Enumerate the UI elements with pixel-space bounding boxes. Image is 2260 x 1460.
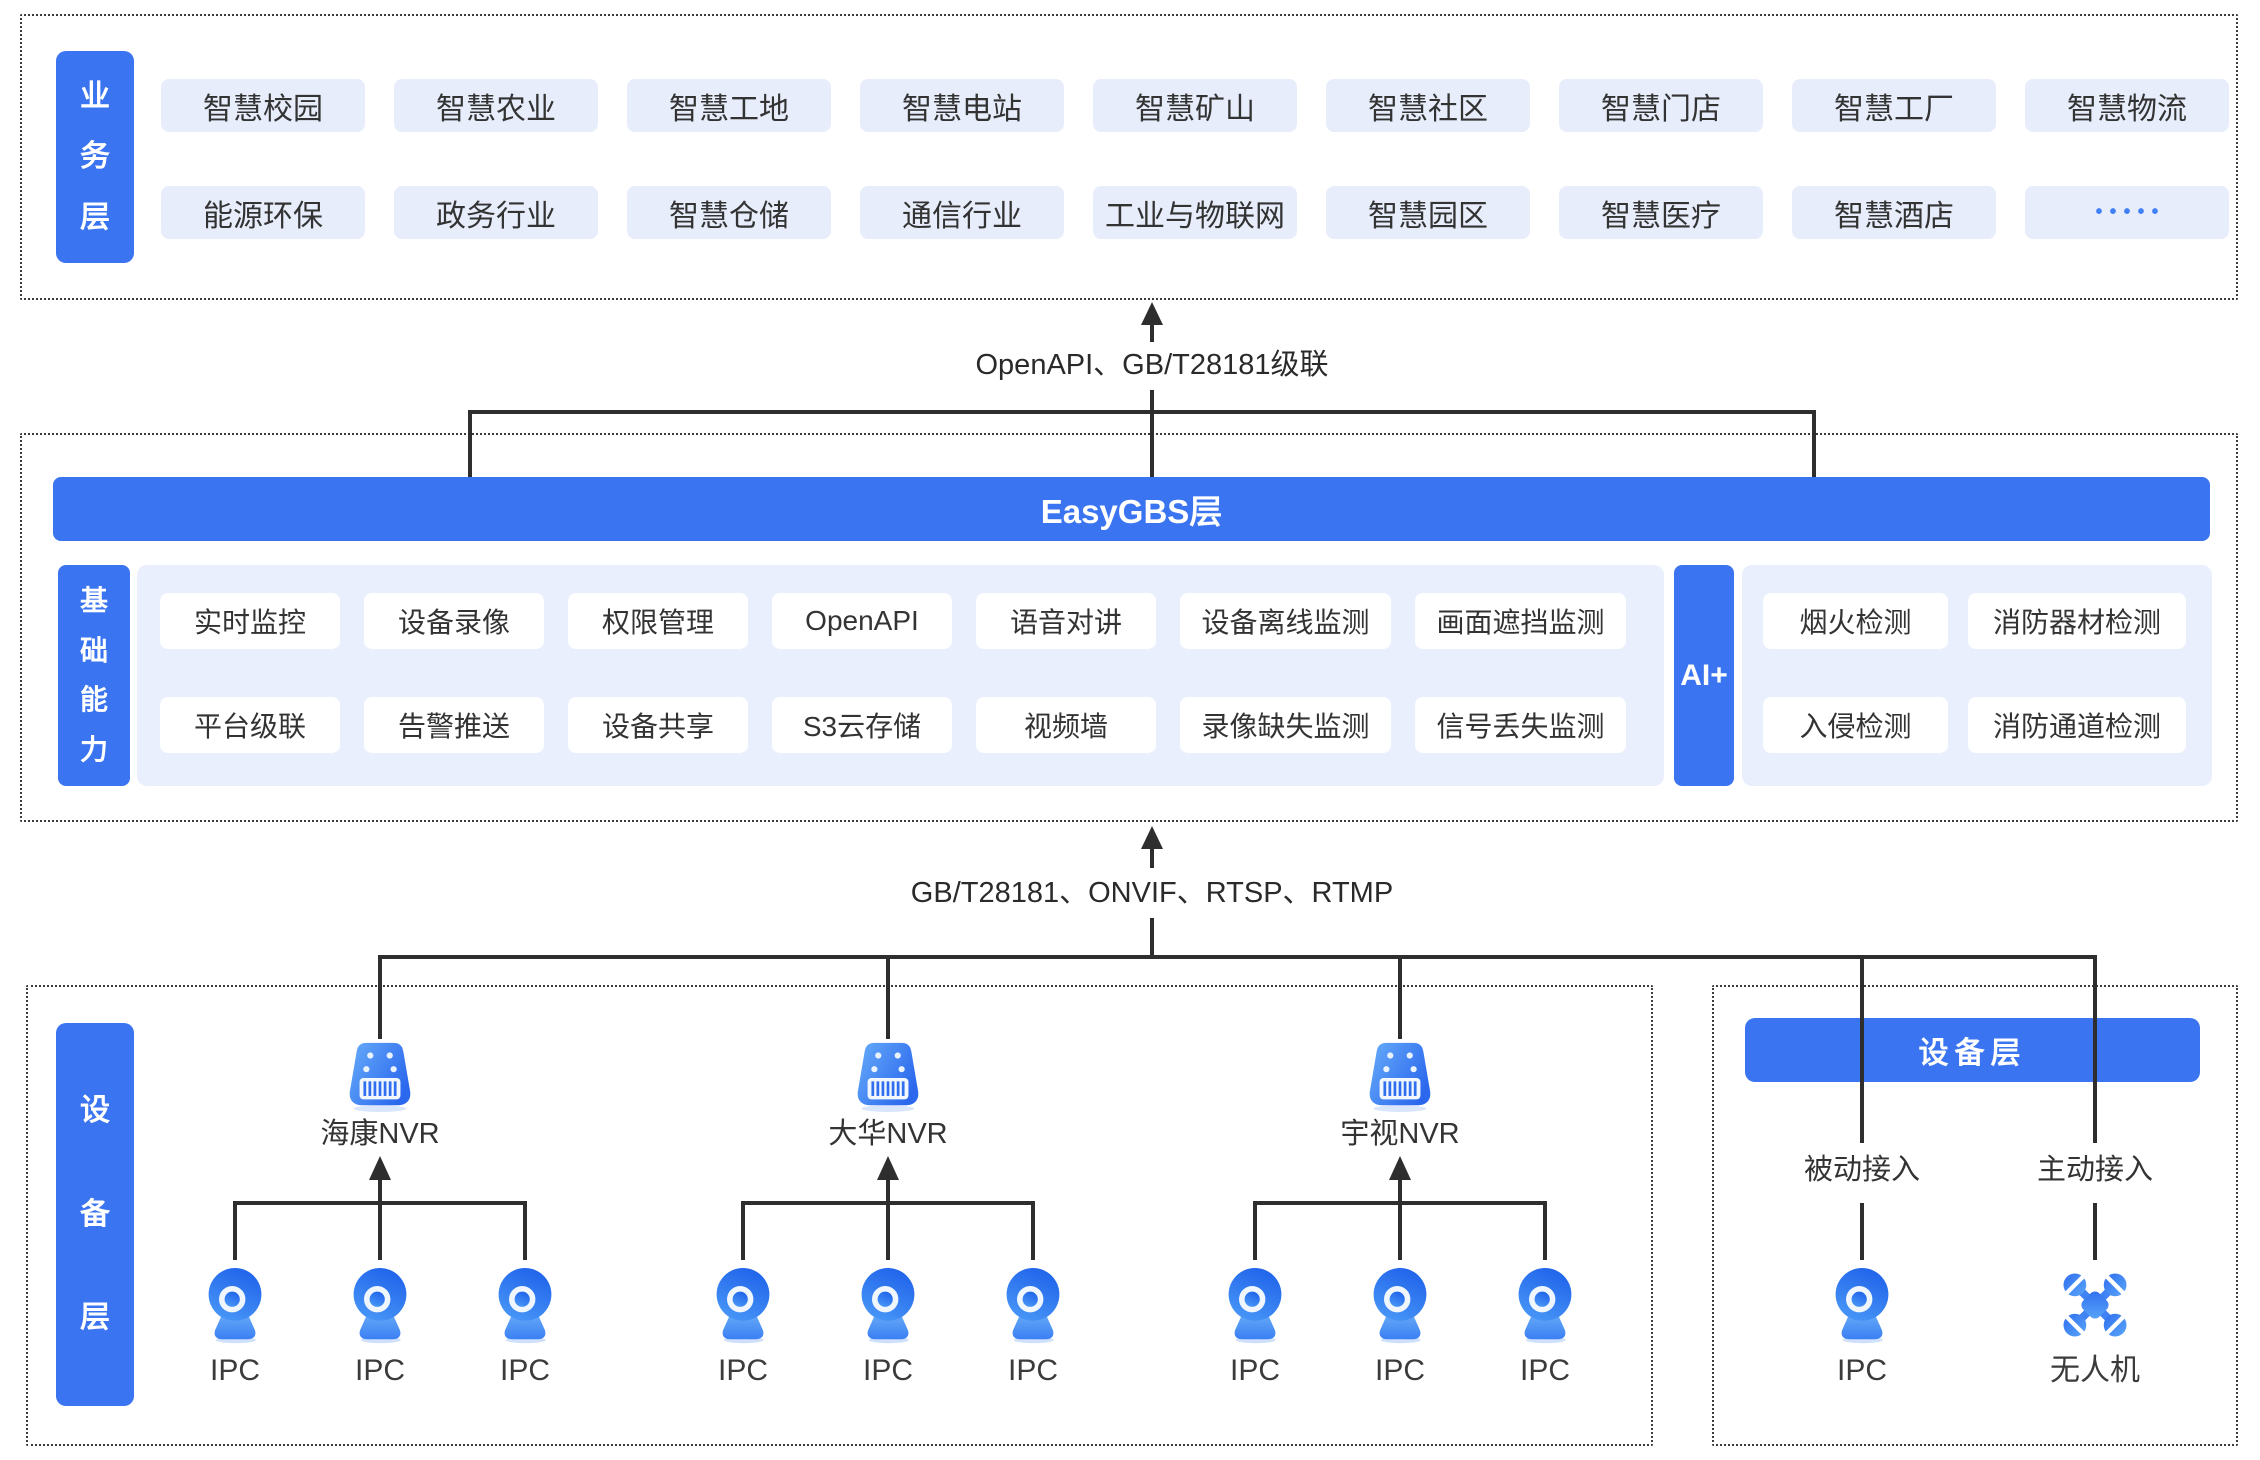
capability-chip: 设备录像 xyxy=(364,593,544,649)
business-chip: 智慧农业 xyxy=(394,79,598,132)
ipc-camera-icon xyxy=(856,1264,920,1344)
active-access-label: 主动接入 xyxy=(2036,1154,2153,1186)
capability-chip: OpenAPI xyxy=(772,593,952,649)
connector-label-top: OpenAPI、GB/T28181级联 xyxy=(975,349,1329,381)
ipc-camera-icon xyxy=(1368,1264,1432,1344)
capability-chip: 设备离线监测 xyxy=(1180,593,1391,649)
ipc-camera-icon xyxy=(348,1264,412,1344)
ipc-label-row: IPC IPC IPC xyxy=(130,1352,630,1390)
nvr-name: 大华NVR xyxy=(828,1118,948,1150)
business-chip: 能源环保 xyxy=(161,186,365,239)
drone-label: 无人机 xyxy=(2050,1354,2140,1387)
device-layer-label: 设备层 xyxy=(56,1023,134,1406)
ipc-label: IPC xyxy=(354,1354,405,1387)
ipc-icon-row xyxy=(130,1264,630,1344)
ai-chip: 消防通道检测 xyxy=(1968,697,2186,753)
capability-chip: 平台级联 xyxy=(160,697,340,753)
ipc-label-row: IPC IPC IPC xyxy=(1150,1352,1650,1390)
ipc-icon-row xyxy=(638,1264,1138,1344)
business-chip: 智慧矿山 xyxy=(1093,79,1297,132)
nvr-icon xyxy=(1363,1039,1437,1113)
nvr-group-hikvision: 海康NVR IPC IPC IPC xyxy=(130,1039,630,1387)
ai-plus-label: AI+ xyxy=(1674,565,1734,786)
ipc-camera-icon xyxy=(1513,1264,1577,1344)
business-chip-more: ••••• xyxy=(2025,186,2229,239)
nvr-group-dahua: 大华NVR IPC IPC IPC xyxy=(638,1039,1138,1387)
business-chip: 智慧电站 xyxy=(860,79,1064,132)
ipc-label: IPC xyxy=(499,1354,550,1387)
capability-chip: 画面遮挡监测 xyxy=(1415,593,1626,649)
capability-chip-row-1: 实时监控 设备录像 权限管理 OpenAPI 语音对讲 设备离线监测 画面遮挡监… xyxy=(160,593,1626,649)
capability-chip: 语音对讲 xyxy=(976,593,1156,649)
business-chip: 智慧门店 xyxy=(1559,79,1763,132)
ipc-camera-icon xyxy=(203,1264,267,1344)
ipc-label: IPC xyxy=(1007,1354,1058,1387)
business-layer-label: 业务层 xyxy=(56,51,134,263)
capability-chip: 实时监控 xyxy=(160,593,340,649)
business-chip: 智慧社区 xyxy=(1326,79,1530,132)
ipc-label: IPC xyxy=(1836,1354,1887,1387)
ai-chip-row-1: 烟火检测 消防器材检测 xyxy=(1763,593,2186,649)
passive-access-label: 被动接入 xyxy=(1803,1154,1920,1186)
capability-chip: S3云存储 xyxy=(772,697,952,753)
ipc-label: IPC xyxy=(862,1354,913,1387)
ipc-camera-icon xyxy=(493,1264,557,1344)
ai-chip: 烟火检测 xyxy=(1763,593,1948,649)
business-chip: 智慧物流 xyxy=(2025,79,2229,132)
business-chip: 智慧医疗 xyxy=(1559,186,1763,239)
nvr-icon xyxy=(343,1039,417,1113)
ipc-camera-icon xyxy=(1223,1264,1287,1344)
capability-chip: 权限管理 xyxy=(568,593,748,649)
business-chip: 智慧工地 xyxy=(627,79,831,132)
business-chip: 智慧校园 xyxy=(161,79,365,132)
drone-icon xyxy=(2060,1270,2130,1340)
ai-chip: 消防器材检测 xyxy=(1968,593,2186,649)
capability-chip: 视频墙 xyxy=(976,697,1156,753)
arrow-up-icon xyxy=(1141,302,1163,325)
capability-chip: 录像缺失监测 xyxy=(1180,697,1391,753)
business-chip-row-1: 智慧校园 智慧农业 智慧工地 智慧电站 智慧矿山 智慧社区 智慧门店 智慧工厂 … xyxy=(161,79,2229,132)
capability-chip: 告警推送 xyxy=(364,697,544,753)
capability-chip: 设备共享 xyxy=(568,697,748,753)
nvr-name: 宇视NVR xyxy=(1340,1118,1460,1150)
capability-chip: 信号丢失监测 xyxy=(1415,697,1626,753)
ipc-label: IPC xyxy=(1519,1354,1570,1387)
ipc-camera-icon xyxy=(1830,1264,1894,1344)
ipc-label-row: IPC IPC IPC xyxy=(638,1352,1138,1390)
ipc-icon-row xyxy=(1150,1264,1650,1344)
nvr-name: 海康NVR xyxy=(320,1118,440,1150)
arrow-up-icon xyxy=(1141,826,1163,849)
nvr-icon xyxy=(851,1039,925,1113)
business-chip: 工业与物联网 xyxy=(1093,186,1297,239)
ipc-label: IPC xyxy=(1374,1354,1425,1387)
business-chip: 智慧园区 xyxy=(1326,186,1530,239)
ai-chip-row-2: 入侵检测 消防通道检测 xyxy=(1763,697,2186,753)
business-chip-row-2: 能源环保 政务行业 智慧仓储 通信行业 工业与物联网 智慧园区 智慧医疗 智慧酒… xyxy=(161,186,2229,239)
ipc-label: IPC xyxy=(1229,1354,1280,1387)
business-chip: 政务行业 xyxy=(394,186,598,239)
ipc-label: IPC xyxy=(717,1354,768,1387)
easygbs-bar: EasyGBS层 xyxy=(53,477,2210,541)
business-chip: 智慧工厂 xyxy=(1792,79,1996,132)
business-chip: 智慧酒店 xyxy=(1792,186,1996,239)
ipc-label: IPC xyxy=(209,1354,260,1387)
device-right-header: 设备层 xyxy=(1745,1018,2200,1082)
connector-label-middle: GB/T28181、ONVIF、RTSP、RTMP xyxy=(910,877,1394,909)
business-chip: 智慧仓储 xyxy=(627,186,831,239)
capability-chip-row-2: 平台级联 告警推送 设备共享 S3云存储 视频墙 录像缺失监测 信号丢失监测 xyxy=(160,697,1626,753)
capability-layer-label: 基础能力 xyxy=(58,565,130,786)
ai-chip: 入侵检测 xyxy=(1763,697,1948,753)
ipc-camera-icon xyxy=(711,1264,775,1344)
business-chip: 通信行业 xyxy=(860,186,1064,239)
ipc-camera-icon xyxy=(1001,1264,1065,1344)
nvr-group-uniview: 宇视NVR IPC IPC IPC xyxy=(1150,1039,1650,1387)
business-layer-box xyxy=(20,14,2238,300)
